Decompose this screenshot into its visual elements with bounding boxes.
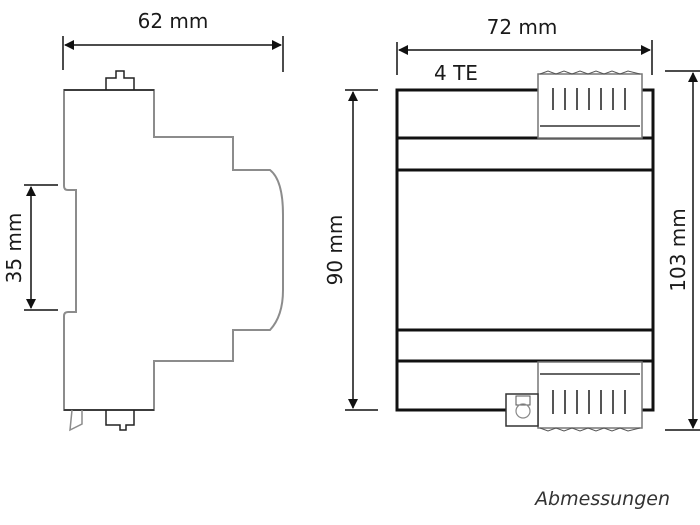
bottom-terminal-block xyxy=(505,361,643,432)
body-height-label: 90 mm xyxy=(323,215,347,286)
total-height-label: 103 mm xyxy=(666,208,690,292)
caption: Abmessungen xyxy=(533,488,670,510)
bottom-clip xyxy=(105,410,135,431)
rail-latch xyxy=(69,409,83,432)
side-housing-outline xyxy=(63,89,284,411)
top-terminal-block xyxy=(537,70,643,139)
top-clip xyxy=(105,70,135,90)
side-view: 62 mm 35 mm xyxy=(2,9,284,432)
front-view: 72 mm 4 TE xyxy=(323,15,700,432)
module-width-label: 4 TE xyxy=(434,61,478,85)
side-width-label: 62 mm xyxy=(138,9,209,33)
front-width-label: 72 mm xyxy=(487,15,558,39)
small-connector xyxy=(505,393,539,427)
rail-label: 35 mm xyxy=(2,213,26,284)
